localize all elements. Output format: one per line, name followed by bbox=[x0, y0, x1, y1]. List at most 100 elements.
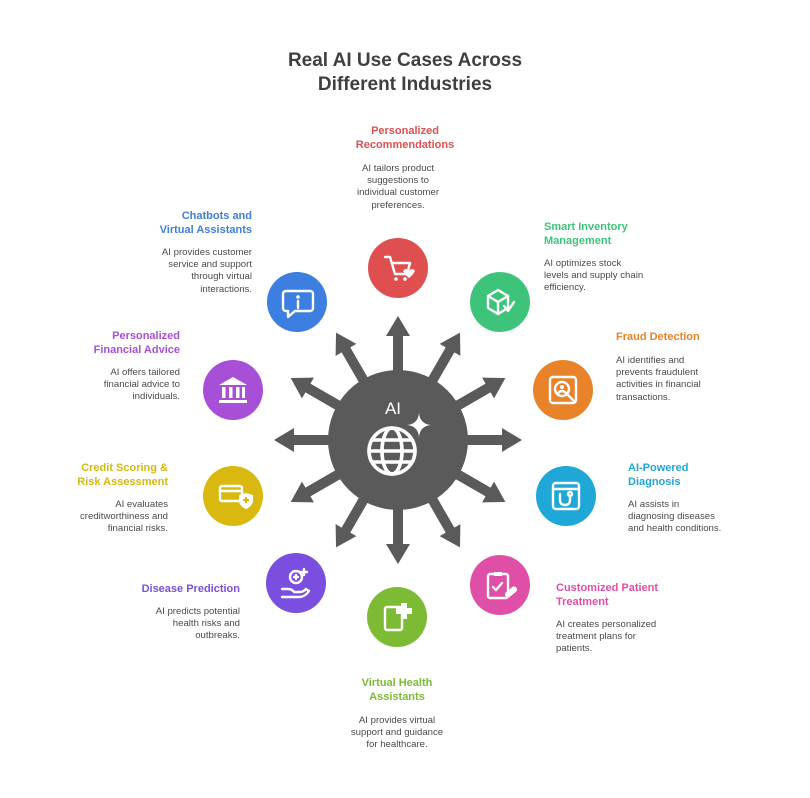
label-desc-line: service and support bbox=[168, 259, 252, 271]
page-title: Real AI Use Cases Across Different Indus… bbox=[205, 49, 605, 97]
label-desc-line: AI assists in bbox=[628, 499, 680, 510]
label-desc-line: prevents fraudulent bbox=[616, 367, 699, 379]
hub-label: AI bbox=[385, 399, 401, 418]
label-title-line: Personalized bbox=[112, 330, 180, 342]
bank-building-icon bbox=[219, 377, 247, 403]
label-title-line: Virtual Health bbox=[361, 677, 433, 689]
label-desc-line: health risks and bbox=[172, 618, 240, 630]
label-desc-line: support and guidance bbox=[350, 727, 444, 739]
label-title-line: Financial Advice bbox=[93, 344, 180, 356]
icon-circle-personalized-financial-advice bbox=[203, 360, 263, 420]
label-desc-line: transactions. bbox=[616, 391, 671, 403]
ai-hub: AI bbox=[328, 370, 468, 510]
label-desc-line: interactions. bbox=[200, 283, 252, 295]
arrow-spoke bbox=[274, 428, 338, 452]
label-title-line: Recommendations bbox=[355, 139, 455, 151]
icon-circle-chatbots bbox=[267, 272, 327, 332]
icon-circle-ai-powered-diagnosis bbox=[536, 466, 596, 526]
label-desc-line: for healthcare. bbox=[366, 739, 428, 751]
label-desc-line: AI offers tailored bbox=[110, 367, 180, 378]
label-desc-line: through virtual bbox=[191, 271, 252, 283]
label-desc-line: AI optimizes stock bbox=[544, 258, 622, 269]
label-desc-line: AI identifies and bbox=[616, 355, 685, 366]
label-title-disease-prediction: Disease Prediction bbox=[80, 582, 240, 596]
arrow-spoke bbox=[386, 500, 410, 564]
box-check-icon bbox=[486, 288, 516, 316]
label-desc-line: individual customer bbox=[356, 187, 440, 199]
label-title-line: Treatment bbox=[556, 596, 609, 608]
label-desc-line: AI evaluates bbox=[115, 499, 168, 510]
label-desc-line: suggestions to bbox=[367, 175, 429, 187]
title-line-1: Real AI Use Cases Across bbox=[287, 50, 523, 71]
label-desc-line: creditworthiness and bbox=[80, 511, 168, 523]
label-title-line: Customized Patient bbox=[556, 582, 659, 594]
label-desc-line: AI creates personalized bbox=[556, 619, 657, 630]
label-title-line: Diagnosis bbox=[628, 476, 681, 488]
label-desc-line: outbreaks. bbox=[195, 630, 240, 642]
label-desc-line: efficiency. bbox=[544, 282, 586, 294]
label-desc-line: AI tailors product bbox=[362, 163, 434, 174]
label-title-fraud-detection: Fraud Detection bbox=[616, 330, 776, 344]
arrow-spoke bbox=[458, 428, 522, 452]
label-desc-line: treatment plans for bbox=[556, 631, 636, 643]
clipboard-pill-icon bbox=[486, 572, 518, 600]
label-title-line: Virtual Assistants bbox=[159, 224, 252, 236]
icon-circle-customized-patient-treatment bbox=[470, 555, 530, 615]
icon-circle-personalized-recommendations bbox=[368, 238, 428, 298]
label-title-credit-scoring: Credit Scoring & Risk Assessment bbox=[8, 461, 168, 489]
globe-sparkle-icon bbox=[367, 413, 431, 476]
stethoscope-window-icon bbox=[551, 481, 581, 511]
label-title-line: Fraud Detection bbox=[616, 331, 700, 343]
label-desc-line: and health conditions. bbox=[628, 523, 722, 535]
label-title-line: Management bbox=[544, 235, 612, 247]
icon-circle-disease-prediction bbox=[266, 553, 326, 613]
icon-circle-fraud-detection bbox=[533, 360, 593, 420]
label-desc-line: diagnosing diseases bbox=[628, 511, 715, 523]
label-title-line: Assistants bbox=[369, 691, 425, 703]
label-title-line: Disease Prediction bbox=[141, 583, 240, 595]
label-desc-line: levels and supply chain bbox=[544, 270, 644, 282]
shopping-cart-heart-icon bbox=[383, 255, 415, 281]
label-title-line: Personalized bbox=[371, 125, 439, 137]
label-title-line: AI-Powered bbox=[628, 462, 689, 474]
label-desc-line: patients. bbox=[556, 643, 593, 655]
label-desc-line: AI provides customer bbox=[161, 247, 252, 258]
title-line-2: Different Industries bbox=[317, 74, 493, 95]
label-desc-line: AI provides virtual bbox=[358, 715, 436, 726]
arrow-spoke bbox=[386, 316, 410, 380]
tablet-medical-cross-icon bbox=[383, 603, 412, 632]
label-title-line: Risk Assessment bbox=[77, 476, 168, 488]
label-desc-line: activities in financial bbox=[616, 379, 701, 391]
label-desc-line: preferences. bbox=[371, 199, 425, 211]
icon-circle-virtual-health-assistants bbox=[367, 587, 427, 647]
magnify-user-icon bbox=[548, 375, 578, 405]
hand-virus-icon bbox=[280, 567, 311, 599]
label-title-line: Chatbots and bbox=[181, 210, 252, 222]
use-case-icons bbox=[203, 238, 596, 647]
label-desc-line: individuals. bbox=[132, 391, 180, 403]
label-desc-line: AI predicts potential bbox=[155, 606, 240, 617]
label-desc-line: financial advice to bbox=[103, 379, 180, 391]
label-title-line: Credit Scoring & bbox=[81, 462, 168, 474]
label-title-line: Smart Inventory bbox=[544, 221, 628, 233]
icon-circle-smart-inventory-management bbox=[470, 272, 530, 332]
